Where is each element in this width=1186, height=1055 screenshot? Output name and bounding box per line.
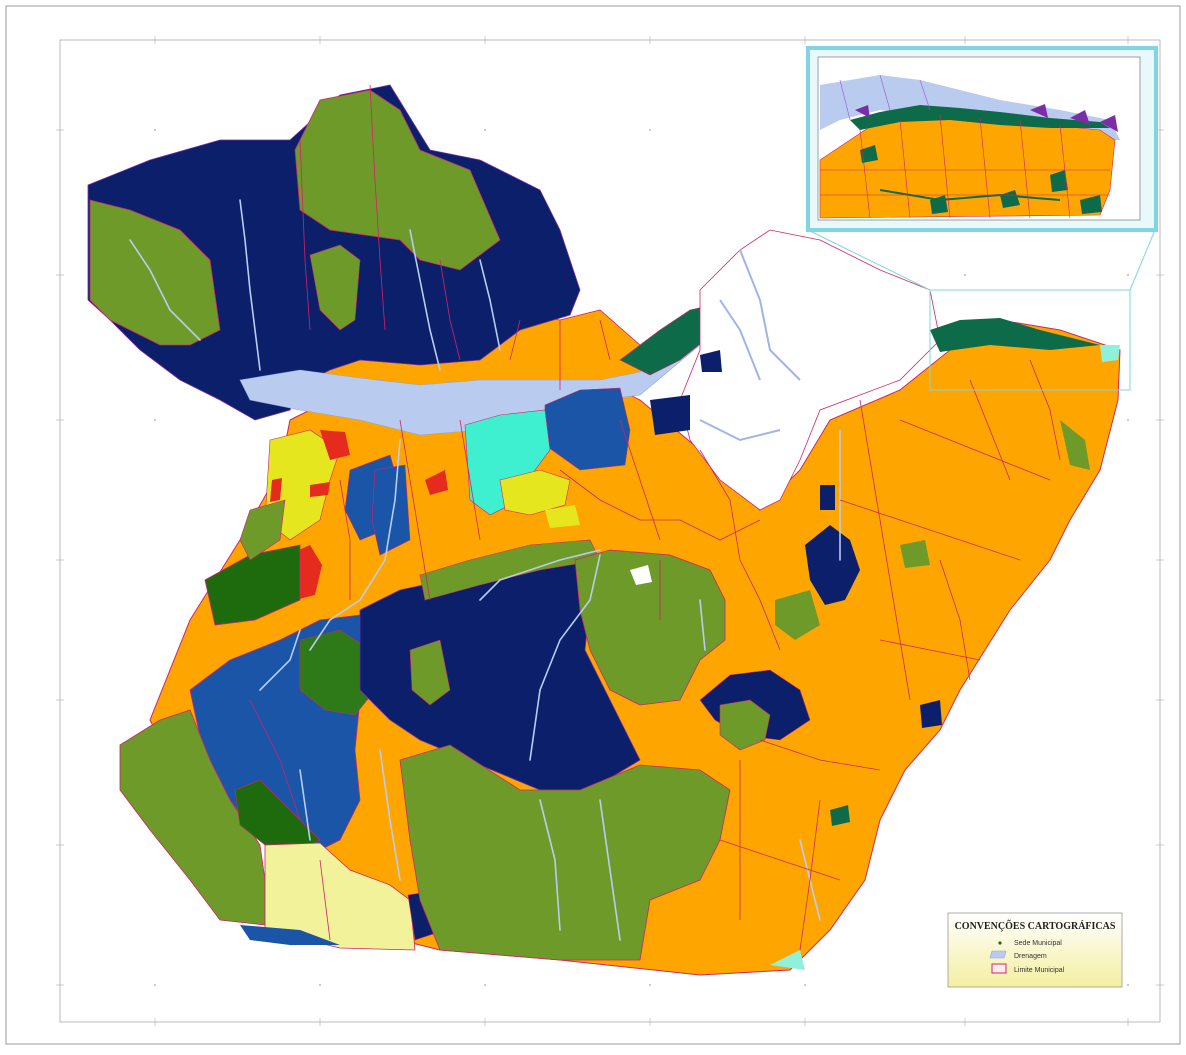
blue-region-south-strip (240, 925, 340, 945)
legend-label-drenagem: Drenagem (1014, 953, 1047, 960)
navy-region-river-east (650, 395, 690, 435)
yellow-region-central-2 (545, 505, 580, 528)
legend-item-limite-municipal: Limite Municipal (991, 963, 1065, 974)
cyan-region-northeast (1100, 345, 1120, 362)
inset-purple-coast (855, 104, 1118, 132)
inset-limits (820, 114, 1110, 219)
teal-region-northeast-coast (930, 318, 1100, 352)
municipal-limits (249, 84, 1061, 951)
navy-region-tucurui (805, 525, 860, 605)
red-region-west-2 (310, 482, 330, 497)
olive-region-east-3 (900, 540, 930, 568)
cyan-region-central (464, 409, 551, 516)
dot-icon (998, 941, 1002, 945)
navy-region-east-small-2 (820, 485, 835, 510)
drainage-network (129, 199, 841, 941)
olive-region-east-4 (1060, 420, 1090, 470)
yellow-region-central (499, 469, 571, 516)
legend-box: CONVENÇÕES CARTOGRÁFICAS Sede Municipal … (947, 912, 1123, 988)
legend-background (947, 912, 1123, 988)
olive-region-central-east (574, 549, 726, 706)
legend-item-drenagem: Drenagem (989, 950, 1047, 960)
legend-item-sede-municipal: Sede Municipal (998, 940, 1062, 947)
dark-green-region-southwest (234, 779, 321, 851)
legend-label-limite: Limite Municipal (1014, 967, 1065, 974)
legend-title: CONVENÇÕES CARTOGRÁFICAS (955, 920, 1116, 932)
white-region-marajo (679, 229, 941, 511)
white-region-central-spot (630, 565, 652, 585)
red-region-north (320, 430, 350, 460)
olive-region-south (399, 744, 731, 961)
dark-green-region-center-west (299, 629, 376, 716)
olive-region-west-2 (239, 499, 286, 561)
inset-map (806, 46, 1158, 232)
olive-region-east-spot (719, 699, 771, 751)
inset-connectors (807, 229, 1156, 391)
olive-region-west (89, 199, 221, 346)
drainage-swatch-icon (989, 950, 1007, 959)
inset-green-patches (860, 145, 1102, 214)
olive-region-east-2 (775, 590, 820, 640)
navy-region-river-east-2 (700, 350, 722, 372)
red-region-west-1 (270, 478, 282, 502)
inset-purple-lines (839, 74, 931, 121)
neatline (59, 39, 1161, 1023)
olive-region-north (294, 89, 501, 271)
limit-swatch-icon (991, 963, 1007, 974)
graticule-ticks (56, 36, 1164, 1026)
legend-label-sede: Sede Municipal (1014, 940, 1062, 947)
olive-region-north-small (309, 244, 361, 331)
white-region-drainage (699, 249, 801, 442)
teal-region-east-small (830, 805, 850, 826)
blue-region-central-north (544, 387, 631, 471)
navy-region-east-small (920, 700, 942, 728)
red-region-central (425, 470, 448, 495)
inset-teal-coast (850, 105, 1110, 130)
blue-region-west-2 (371, 464, 411, 556)
olive-region-central-small (409, 639, 451, 706)
cyan-region-southeast (770, 950, 805, 970)
